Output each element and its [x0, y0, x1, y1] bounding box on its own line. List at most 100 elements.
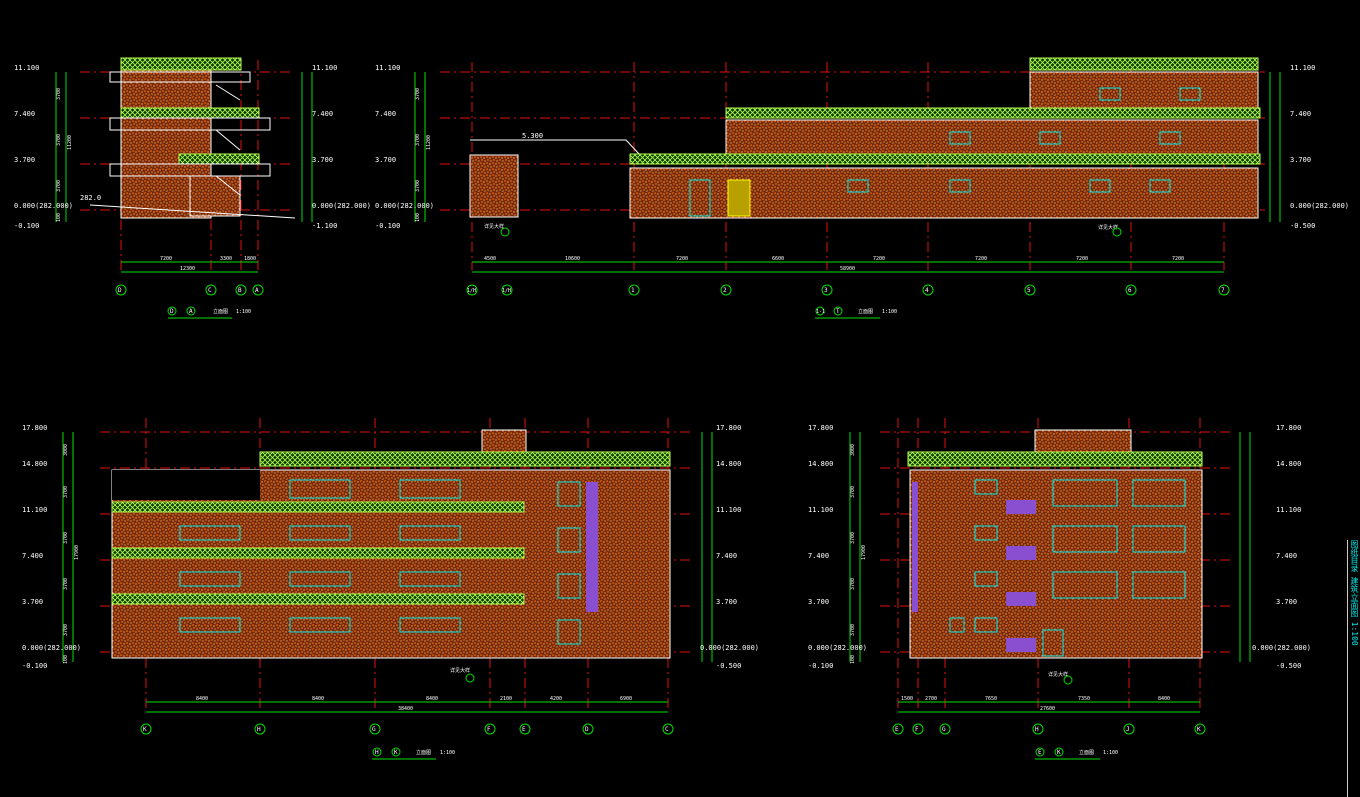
axis-bubble: F [915, 726, 919, 733]
axis-bubble: K [1197, 726, 1201, 733]
floor-dim: 3000 [63, 444, 69, 456]
level-label: -0.100 [22, 662, 47, 670]
view-title: 立面图 [213, 308, 228, 315]
level-label: -0.100 [808, 662, 833, 670]
bottom-total: 12300 [180, 266, 195, 272]
view-top-right: 11.100 7.400 3.700 0.000(282.000) -0.100… [375, 57, 1349, 319]
level-label: 0.000(282.000) [808, 644, 867, 652]
level-label: 0.000(282.000) [14, 202, 73, 210]
title-block-strip: 图纸目录 建筑立面图 1:100 [1347, 540, 1360, 797]
level-label: 11.100 [312, 64, 337, 72]
level-label: 7.400 [375, 110, 396, 118]
axis-bubble: H [1035, 726, 1039, 733]
level-label: 7.400 [14, 110, 35, 118]
level-label: 11.100 [716, 506, 741, 514]
bottom-dim: 7200 [873, 256, 885, 262]
callout: 详见大样 [1098, 224, 1118, 231]
floor-dim: 3700 [850, 624, 856, 636]
axis-bubble: 5 [1027, 287, 1031, 294]
level-label: 0.000(282.000) [375, 202, 434, 210]
bottom-dim: 6900 [620, 696, 632, 702]
bottom-dim: 8400 [196, 696, 208, 702]
level-label: 0.000(282.000) [312, 202, 371, 210]
level-label: 3.700 [375, 156, 396, 164]
bottom-dim: 8400 [426, 696, 438, 702]
view-scale: 1:100 [440, 750, 455, 756]
level-label: 17.800 [808, 424, 833, 432]
level-label: -0.500 [716, 662, 741, 670]
floor-dim: 100 [63, 655, 69, 664]
axis-bubble: 2 [723, 287, 727, 294]
level-label: 11.100 [1290, 64, 1315, 72]
bottom-dim: 7200 [1076, 256, 1088, 262]
view-scale: 1:100 [1103, 750, 1118, 756]
bottom-total: 27600 [1040, 706, 1055, 712]
level-label: 0.000(282.000) [700, 644, 759, 652]
title-mark: A [189, 308, 193, 315]
axis-bubble: D [118, 287, 122, 294]
level-label: 3.700 [22, 598, 43, 606]
level-label: 17.800 [22, 424, 47, 432]
bottom-dim: 4500 [484, 256, 496, 262]
view-bottom-right: 17.800 14.800 11.100 7.400 3.700 0.000(2… [808, 418, 1311, 760]
level-label: 17.800 [716, 424, 741, 432]
bottom-dim: 2700 [925, 696, 937, 702]
callout: 详见大样 [1048, 671, 1068, 678]
title-mark: T [836, 308, 840, 315]
level-label: -0.100 [375, 222, 400, 230]
axis-bubble: C [208, 287, 212, 294]
bottom-dim: 7200 [1172, 256, 1184, 262]
level-label: 3.700 [14, 156, 35, 164]
axis-bubble: 1/H [467, 288, 476, 294]
level-label: 14.800 [22, 460, 47, 468]
title-mark: D [170, 308, 174, 315]
level-label: 14.800 [808, 460, 833, 468]
axis-bubble: 4 [925, 287, 929, 294]
bottom-dim: 7200 [676, 256, 688, 262]
bottom-total: 58900 [840, 266, 855, 272]
level-label: 17.800 [1276, 424, 1301, 432]
level-label: 7.400 [716, 552, 737, 560]
view-title: 立面图 [858, 308, 873, 315]
view-scale: 1:100 [236, 309, 251, 315]
total-dim: 11200 [67, 135, 73, 150]
level-label: -0.500 [1290, 222, 1315, 230]
bottom-dim: 7650 [985, 696, 997, 702]
axis-bubble: E [895, 726, 899, 733]
level-label: 11.100 [1276, 506, 1301, 514]
floor-dim: 3700 [850, 532, 856, 544]
floor-dim: 100 [850, 655, 856, 664]
total-dim: 11200 [426, 135, 432, 150]
level-label: 0.000(282.000) [1252, 644, 1311, 652]
title-mark: 1-1 [816, 309, 825, 315]
axis-bubble: A [255, 287, 259, 294]
level-label: -0.500 [1276, 662, 1301, 670]
level-label: 11.100 [375, 64, 400, 72]
title-block-text: 图纸目录 建筑立面图 1:100 [1350, 540, 1359, 646]
bottom-total: 38400 [398, 706, 413, 712]
total-dim: 17900 [861, 545, 867, 560]
level-label: 14.800 [1276, 460, 1301, 468]
axis-bubble: 1 [631, 287, 635, 294]
floor-dim: 3700 [56, 88, 62, 100]
axis-bubble: D [585, 726, 589, 733]
floor-dim: 3700 [56, 134, 62, 146]
title-mark: K [394, 749, 398, 756]
view-top-left: 11.100 7.400 3.700 0.000(282.000) -0.100… [14, 57, 371, 319]
axis-bubble: K [143, 726, 147, 733]
bottom-dim: 7200 [160, 256, 172, 262]
view-title: 立面图 [1079, 749, 1094, 756]
floor-dim: 3700 [415, 88, 421, 100]
floor-dim: 100 [56, 213, 62, 222]
axis-bubble: F [487, 726, 491, 733]
floor-dim: 3700 [63, 532, 69, 544]
bottom-dim: 3300 [220, 256, 232, 262]
level-label: 11.100 [808, 506, 833, 514]
bottom-dim: 8400 [1158, 696, 1170, 702]
axis-bubble: 6 [1128, 287, 1132, 294]
callout: 详见大样 [450, 667, 470, 674]
bottom-dim: 1800 [244, 256, 256, 262]
floor-dim: 3700 [56, 180, 62, 192]
level-label: -1.100 [312, 222, 337, 230]
